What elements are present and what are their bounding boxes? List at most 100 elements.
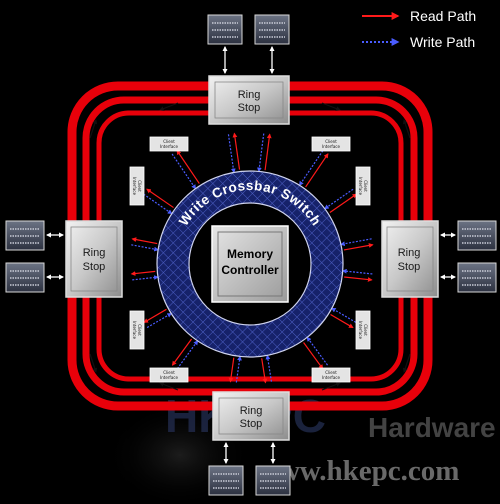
ring-stop-box — [65, 220, 123, 298]
ring-arrow — [89, 353, 98, 373]
client-interface-label-2: Interface — [358, 321, 363, 339]
ring-stop-box — [212, 391, 290, 441]
watermark-tag: Hardware — [368, 412, 496, 443]
watermark-url: www.hkepc.com — [258, 455, 459, 487]
ring-stop-label-1: Ring — [83, 247, 106, 259]
ring-stop-bottom: Ring Stop — [212, 391, 290, 441]
client-interface-box — [129, 166, 145, 206]
client-interface-label-1: Client — [163, 370, 175, 375]
memory-controller-label-1: Memory — [227, 247, 273, 261]
client-interface-label-2: Interface — [160, 144, 178, 149]
write-path-line — [299, 150, 324, 187]
client-interface-label-2: Interface — [132, 177, 137, 195]
client-interface-label-1: Client — [325, 370, 337, 375]
write-path-line — [132, 275, 159, 281]
memory-chips — [5, 14, 497, 496]
read-path-line — [343, 243, 374, 251]
memory-chip — [207, 14, 243, 75]
write-path-line — [265, 354, 273, 382]
ring-arrow — [402, 353, 411, 373]
memory-chip — [5, 262, 65, 293]
ring-stop-right: Ring Stop — [381, 220, 439, 298]
ring-stop-label-2: Stop — [83, 261, 106, 273]
ring-stop-inner — [70, 226, 118, 292]
read-path-line — [146, 188, 174, 209]
write-path-line — [171, 153, 197, 190]
client-interface-box — [149, 367, 189, 383]
client-interface-label-1: Client — [363, 324, 368, 336]
client-interface-label-1: Client — [137, 324, 142, 336]
memory-chip — [439, 220, 497, 251]
client-interface-label-2: Interface — [322, 375, 340, 380]
ring-stops: Ring Stop Ring Stop Ring Stop Ring Stop — [65, 75, 439, 441]
read-path-line — [228, 357, 235, 383]
read-path-line — [264, 133, 272, 171]
write-path-line — [330, 307, 357, 323]
write-path-line — [306, 336, 329, 366]
client-interface-box — [355, 310, 371, 350]
client-interface-label-1: Client — [363, 180, 368, 192]
write-path-line — [146, 312, 173, 329]
client-interface-box — [129, 310, 145, 350]
write-path-line — [227, 134, 236, 174]
read-path-line — [130, 270, 156, 276]
memory-chip-body — [254, 14, 290, 45]
client-interface-box — [311, 367, 351, 383]
read-path-line — [176, 149, 200, 184]
ring-stop-inner — [214, 81, 284, 119]
ring-arrow — [321, 382, 341, 391]
ring-direction-arrows — [89, 102, 411, 391]
write-path-line — [176, 340, 199, 370]
memory-chip — [255, 441, 291, 496]
ring-stop-label-1: Ring — [240, 405, 263, 417]
memory-controller: Memory Controller — [211, 225, 289, 303]
ring-stop-box — [208, 75, 290, 125]
client-interface-label-2: Interface — [322, 144, 340, 149]
client-interface-label-2: Interface — [132, 321, 137, 339]
ring-stop-label-1: Ring — [238, 89, 261, 101]
read-path-line — [131, 237, 158, 245]
ring-arrow — [159, 102, 179, 111]
write-path-line — [143, 193, 173, 215]
memory-chip — [254, 14, 290, 75]
read-path-line — [143, 308, 167, 323]
memory-controller-inner — [217, 231, 283, 297]
read-path-line — [305, 153, 329, 188]
legend: Read Path Write Path — [362, 8, 476, 50]
client-interface-label-1: Client — [163, 139, 175, 144]
ring-stop-label-2: Stop — [398, 261, 421, 273]
ring-stop-box — [381, 220, 439, 298]
client-interface-label-2: Interface — [160, 375, 178, 380]
crossbar-outer-edge — [156, 170, 344, 358]
ring-stop-label-2: Stop — [240, 418, 263, 430]
read-path-line — [232, 132, 241, 170]
memory-chip — [208, 441, 244, 496]
client-interface-label-2: Interface — [358, 177, 363, 195]
read-path-line — [171, 338, 193, 366]
ring-stop-left: Ring Stop — [65, 220, 123, 298]
client-interface-box — [149, 136, 189, 152]
client-interface-box — [355, 166, 371, 206]
write-path-line — [340, 238, 372, 247]
write-path-line — [235, 355, 242, 383]
read-path-line — [303, 342, 324, 370]
read-path-line — [329, 193, 358, 213]
write-path-line — [341, 268, 373, 275]
legend-read-label: Read Path — [410, 8, 476, 24]
memory-chip — [5, 220, 65, 251]
client-interfaces: ClientInterfaceClientInterfaceClientInte… — [129, 136, 371, 383]
memory-chip — [439, 262, 497, 293]
crossbar-inner-edge — [188, 202, 312, 326]
write-path-line — [256, 133, 265, 173]
ring-arrow — [89, 119, 98, 139]
ring-arrow — [321, 102, 341, 111]
read-path-line — [344, 276, 373, 282]
